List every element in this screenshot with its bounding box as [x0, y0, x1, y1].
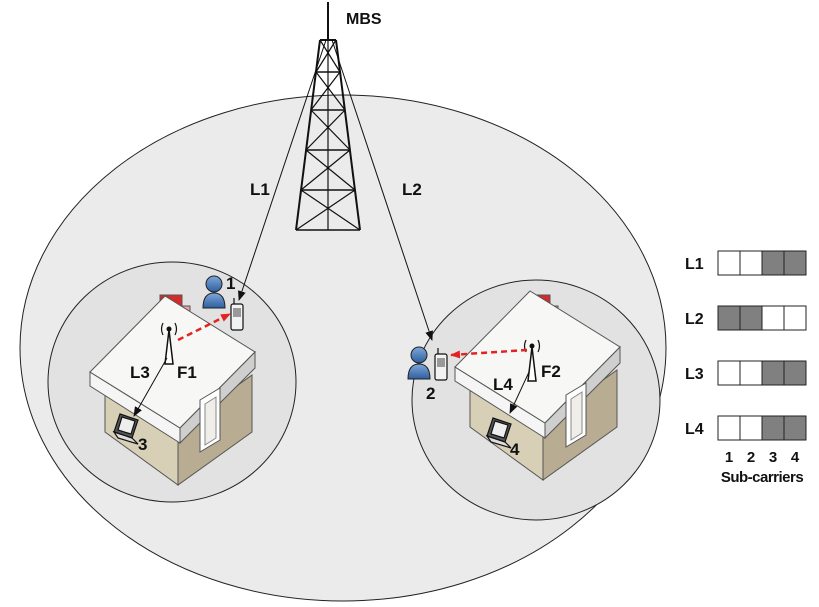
subcarrier-cell-filled	[761, 250, 785, 276]
subcarrier-cell-empty	[717, 415, 741, 441]
subcarrier-cell-filled	[761, 360, 785, 386]
subcarrier-row-label: L2	[685, 311, 704, 328]
user-1-label: 1	[226, 274, 235, 293]
subcarrier-cell-empty	[717, 360, 741, 386]
person-user-1-icon	[202, 275, 226, 309]
femto-f2-label: F2	[541, 362, 561, 381]
subcarrier-column-number: 1	[725, 449, 733, 466]
house-right-icon	[454, 290, 621, 481]
tower-label: MBS	[346, 11, 382, 28]
subcarrier-cell-empty	[717, 250, 741, 276]
phone-user-1-icon	[230, 298, 244, 331]
subcarrier-cell-filled	[739, 305, 763, 331]
subcarrier-cell-empty	[783, 305, 807, 331]
subcarrier-column-number: 2	[747, 449, 755, 466]
femto-f1-antenna-icon	[160, 322, 178, 365]
subcarrier-column-number: 3	[769, 449, 777, 466]
subcarrier-cell-empty	[739, 415, 763, 441]
user-4-label: 4	[510, 440, 520, 459]
link-l2-label: L2	[402, 180, 422, 199]
subcarrier-cell-filled	[783, 415, 807, 441]
subcarrier-cell-filled	[761, 415, 785, 441]
link-l1-arrow	[238, 39, 327, 301]
subcarrier-cell-filled	[783, 250, 807, 276]
laptop-user-4-icon	[485, 417, 512, 449]
link-l1-label: L1	[250, 180, 270, 199]
subcarrier-axis-label: Sub-carriers	[721, 469, 804, 486]
link-l3-label: L3	[130, 363, 150, 382]
subcarrier-row-label: L1	[685, 256, 704, 273]
subcarrier-cell-empty	[761, 305, 785, 331]
laptop-user-3-icon	[112, 413, 139, 445]
subcarrier-cell-filled	[717, 305, 741, 331]
subcarrier-row-label: L4	[685, 421, 704, 438]
link-l2-arrow	[331, 39, 433, 341]
user-2-label: 2	[426, 384, 435, 403]
subcarrier-cell-empty	[739, 250, 763, 276]
person-user-2-icon	[407, 346, 431, 380]
macro-base-station-tower-icon	[295, 2, 361, 231]
link-l4-label: L4	[493, 375, 513, 394]
link-l4-arrow	[509, 371, 530, 414]
user-3-label: 3	[138, 435, 147, 454]
subcarrier-column-number: 4	[791, 449, 800, 466]
link-l3-arrow	[133, 357, 168, 417]
phone-user-2-icon	[434, 348, 448, 381]
subcarrier-cell-empty	[739, 360, 763, 386]
femto-f2-antenna-icon	[523, 339, 541, 382]
interference-link-f2-to-user2	[450, 348, 528, 359]
subcarrier-row-label: L3	[685, 366, 704, 383]
femto-f1-label: F1	[177, 363, 197, 382]
subcarrier-cell-filled	[783, 360, 807, 386]
